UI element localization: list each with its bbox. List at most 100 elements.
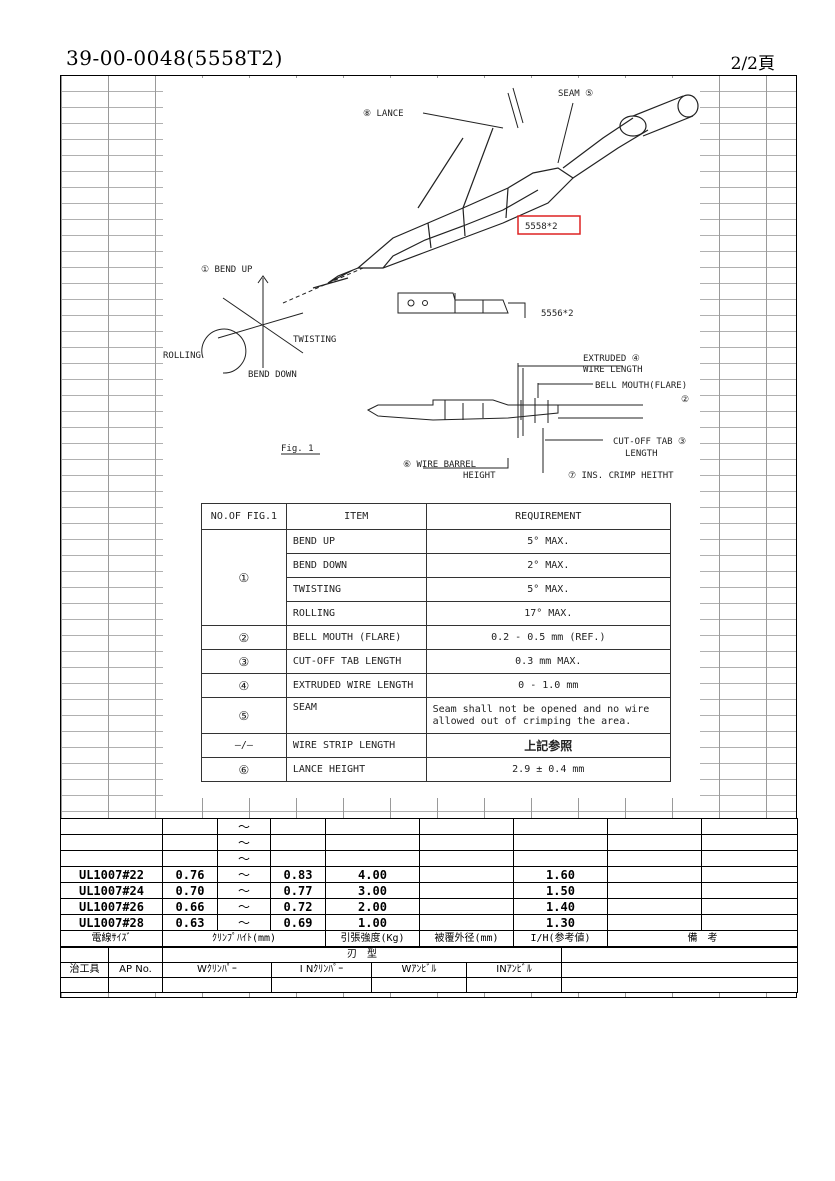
table-row: ③ CUT-OFF TAB LENGTH 0.3 mm MAX. <box>201 649 672 674</box>
jig-label: 治工具 <box>60 962 109 978</box>
tensile: 4.00 <box>325 866 420 883</box>
crimp-min: 0.66 <box>162 898 218 915</box>
table-row: ② BELL MOUTH (FLARE) 0.2 - 0.5 mm (REF.) <box>201 625 672 650</box>
label-wire-barrel: ⑥ WIRE BARREL <box>403 460 476 470</box>
item: SEAM <box>285 697 427 734</box>
label-seam: SEAM ⑤ <box>558 89 593 99</box>
title-bar: 39-00-0048(5558T2) 2/2頁 <box>60 42 797 76</box>
table-row: BEND DOWN 2° MAX. <box>202 553 672 578</box>
tilde: ～ <box>217 914 271 931</box>
page-indicator: 2/2頁 <box>730 54 775 74</box>
die-row: 刃 型 <box>60 947 798 963</box>
label-5556: 5556*2 <box>541 309 574 319</box>
row-no: ③ <box>201 649 287 674</box>
label-lance: ⑧ LANCE <box>363 109 404 119</box>
item: TWISTING <box>285 577 427 602</box>
tilde: ～ <box>217 818 271 835</box>
label-fig1: Fig. 1 <box>281 444 314 454</box>
requirement: 5° MAX. <box>425 529 672 554</box>
requirements-header: NO.OF FIG.1 ITEM REQUIREMENT <box>201 503 672 530</box>
crimp-max: 0.69 <box>270 914 326 931</box>
item: BEND UP <box>285 529 427 554</box>
tool-header-row: 治工具 AP No. Wｸﾘﾝﾊﾟｰ I Nｸﾘﾝﾊﾟｰ Wｱﾝﾋﾞﾙ INｱﾝ… <box>60 962 798 978</box>
item: BEND DOWN <box>285 553 427 578</box>
ih: 1.50 <box>513 882 608 899</box>
requirement: 17° MAX. <box>425 601 672 626</box>
crimp-min: 0.63 <box>162 914 218 931</box>
tilde: ～ <box>217 882 271 899</box>
col-item: ITEM <box>285 503 427 530</box>
group1-no: ① <box>201 529 287 626</box>
footer-line <box>722 997 797 998</box>
label-twisting: TWISTING <box>293 335 336 345</box>
crimp-min: 0.70 <box>162 882 218 899</box>
w-crimper-label: Wｸﾘﾝﾊﾟｰ <box>162 962 272 978</box>
row-no: ④ <box>201 673 287 698</box>
label-cutoff: CUT-OFF TAB ③ <box>613 437 686 447</box>
item: ROLLING <box>285 601 427 626</box>
blank-row: ～ <box>60 850 798 867</box>
col-requirement: REQUIREMENT <box>425 503 672 530</box>
table-row: ④ EXTRUDED WIRE LENGTH 0 - 1.0 mm <box>201 673 672 698</box>
w-anvil-label: Wｱﾝﾋﾞﾙ <box>371 962 467 978</box>
label-num2: ② <box>681 395 689 405</box>
table-row: ⑥ LANCE HEIGHT 2.9 ± 0.4 mm <box>201 757 672 782</box>
tilde: ～ <box>217 866 271 883</box>
item: CUT-OFF TAB LENGTH <box>285 649 427 674</box>
tooling-table: 刃 型 治工具 AP No. Wｸﾘﾝﾊﾟｰ I Nｸﾘﾝﾊﾟｰ Wｱﾝﾋﾞﾙ … <box>60 947 798 993</box>
wire-size: UL1007#24 <box>60 882 163 899</box>
label-wire-length: WIRE LENGTH <box>583 365 643 375</box>
wire-size: UL1007#28 <box>60 914 163 931</box>
table-row: TWISTING 5° MAX. <box>202 577 672 602</box>
requirement: 0 - 1.0 mm <box>425 673 672 698</box>
label-height: HEIGHT <box>463 471 496 481</box>
row-no: ⑥ <box>201 757 287 782</box>
label-rolling: ROLLING <box>163 351 201 361</box>
ih: 1.40 <box>513 898 608 915</box>
wire-size: UL1007#26 <box>60 898 163 915</box>
table-row: ① BEND UP 5° MAX. <box>201 529 672 626</box>
table-row: UL1007#28 0.63 ～ 0.69 1.00 1.30 <box>60 914 798 931</box>
item: LANCE HEIGHT <box>285 757 427 782</box>
label-5558: 5558*2 <box>525 222 558 232</box>
header-wire: 電線ｻｲｽﾞ <box>60 930 163 947</box>
ih: 1.30 <box>513 914 608 931</box>
table-row: UL1007#24 0.70 ～ 0.77 3.00 1.50 <box>60 882 798 899</box>
item: WIRE STRIP LENGTH <box>285 733 427 758</box>
table-row: UL1007#22 0.76 ～ 0.83 4.00 1.60 <box>60 866 798 883</box>
in-crimper-label: I Nｸﾘﾝﾊﾟｰ <box>271 962 372 978</box>
table-row: ⑤ SEAM Seam shall not be opened and no w… <box>201 697 672 734</box>
blank-row: ～ <box>60 834 798 851</box>
label-extruded: EXTRUDED ④ <box>583 354 640 364</box>
crimp-spec-table: ～ ～ ～ UL1007#22 0.76 ～ 0.83 4.00 1.60 UL… <box>60 818 798 947</box>
requirement: 0.3 mm MAX. <box>425 649 672 674</box>
header-crimp: ｸﾘﾝﾌﾟﾊｲﾄ(mm) <box>162 930 326 947</box>
label-bend-down: BEND DOWN <box>248 370 297 380</box>
requirement: 上記参照 <box>425 733 672 758</box>
tilde: ～ <box>217 834 271 851</box>
requirements-table: NO.OF FIG.1 ITEM REQUIREMENT ① BEND UP 5… <box>201 503 672 782</box>
spec-section: ～ ～ ～ UL1007#22 0.76 ～ 0.83 4.00 1.60 UL… <box>60 818 798 993</box>
row-no: —/— <box>201 733 287 758</box>
crimp-min: 0.76 <box>162 866 218 883</box>
label-ins-crimp: ⑦ INS. CRIMP HEITHT <box>568 471 674 481</box>
crimp-max: 0.72 <box>270 898 326 915</box>
tensile: 3.00 <box>325 882 420 899</box>
blank-row <box>60 977 798 993</box>
table-row: —/— WIRE STRIP LENGTH 上記参照 <box>201 733 672 758</box>
tensile: 1.00 <box>325 914 420 931</box>
terminal-figure: ⑧ LANCE SEAM ⑤ 5558*2 5556*2 ① BEND UP T… <box>163 87 699 481</box>
crimp-max: 0.83 <box>270 866 326 883</box>
label-bend-up: ① BEND UP <box>201 265 253 275</box>
table-row: UL1007#26 0.66 ～ 0.72 2.00 1.40 <box>60 898 798 915</box>
item: EXTRUDED WIRE LENGTH <box>285 673 427 698</box>
tilde: ～ <box>217 898 271 915</box>
requirement: 5° MAX. <box>425 577 672 602</box>
label-bell-mouth: BELL MOUTH(FLARE) <box>595 381 687 391</box>
crimp-max: 0.77 <box>270 882 326 899</box>
spec-header-row: 電線ｻｲｽﾞ ｸﾘﾝﾌﾟﾊｲﾄ(mm) 引張強度(Kg) 被覆外径(mm) I/… <box>60 930 798 947</box>
row-no: ② <box>201 625 287 650</box>
row-no: ⑤ <box>201 697 287 734</box>
header-ih: I/H(参考値) <box>513 930 608 947</box>
ih: 1.60 <box>513 866 608 883</box>
